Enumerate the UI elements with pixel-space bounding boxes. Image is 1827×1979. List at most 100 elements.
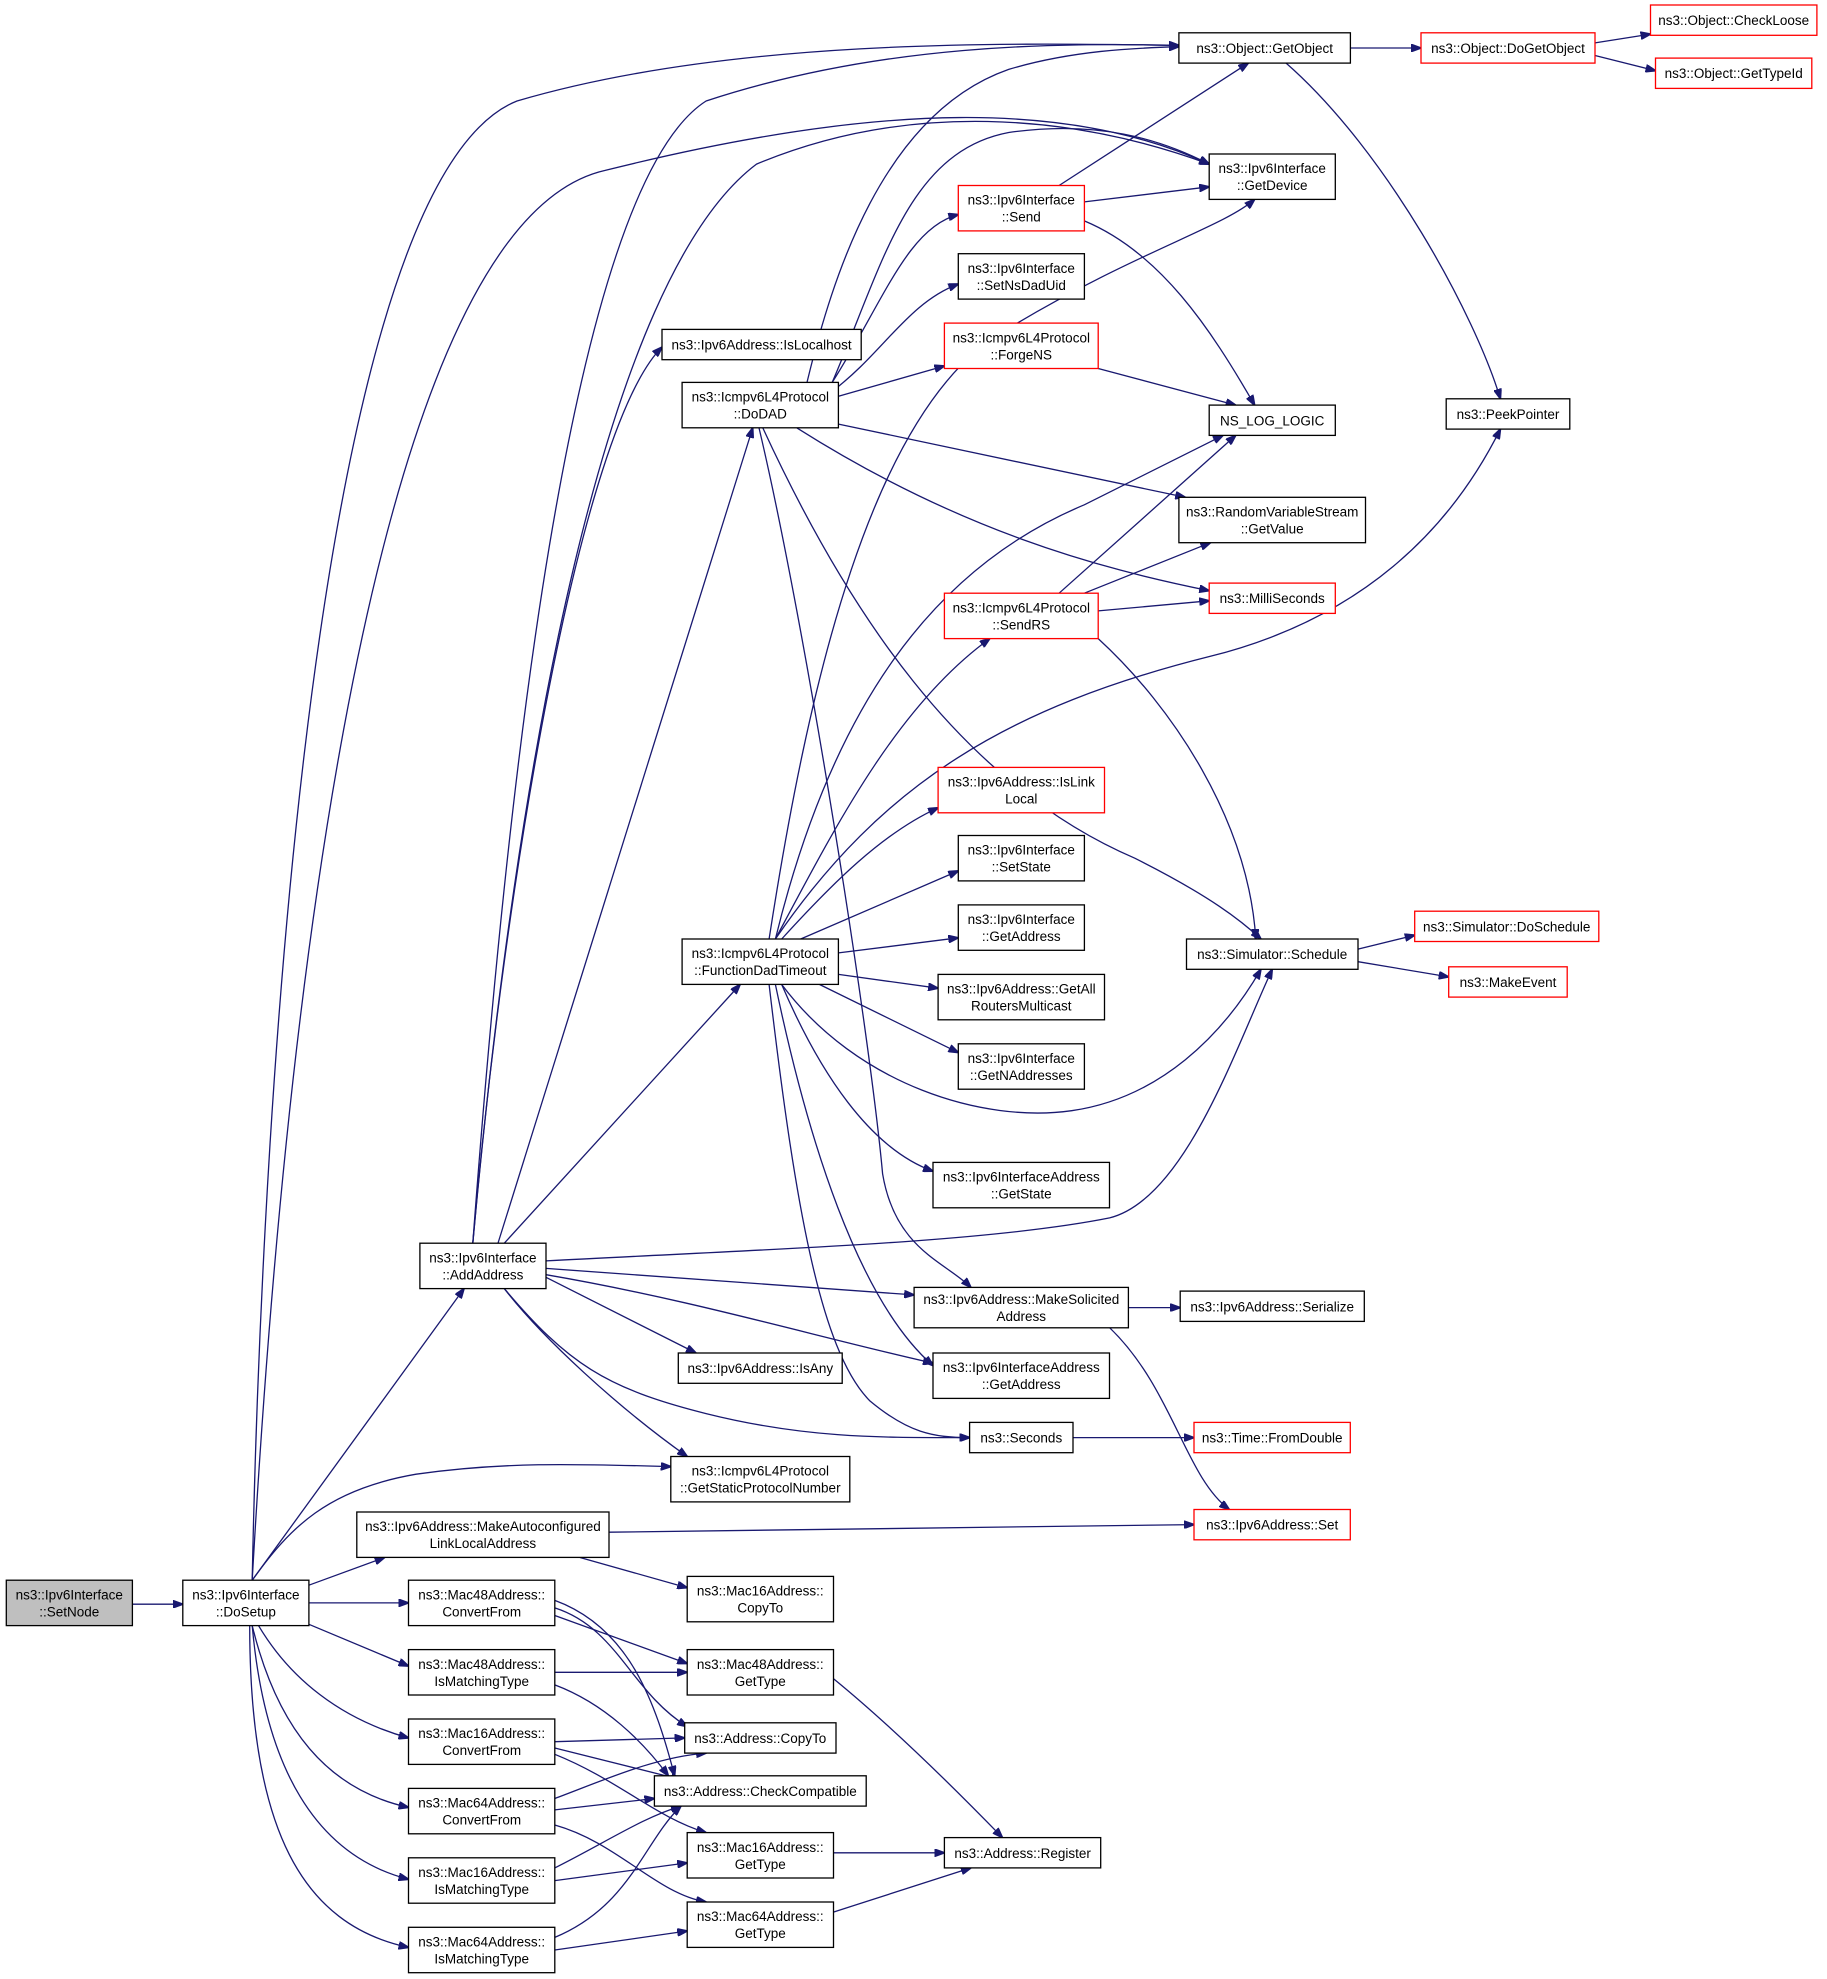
node-box	[661, 328, 862, 361]
node-milliseconds[interactable]: ns3::MilliSeconds	[1208, 582, 1336, 615]
node-mac16convert[interactable]: ns3::Mac16Address::ConvertFrom	[407, 1718, 556, 1766]
edge-dosetup-to-addaddress	[251, 1289, 464, 1581]
node-schedule[interactable]: ns3::Simulator::Schedule	[1185, 938, 1359, 970]
node-label: ns3::PeekPointer	[1457, 407, 1560, 422]
node-mac64convert[interactable]: ns3::Mac64Address::ConvertFrom	[407, 1787, 556, 1835]
node-box	[182, 1579, 310, 1627]
node-dodad[interactable]: ns3::Icmpv6L4Protocol::DoDAD	[681, 381, 840, 429]
node-label: ns3::Ipv6InterfaceAddress	[943, 1170, 1100, 1185]
node-box	[1185, 938, 1359, 970]
edge-dodad-to-rvsgetvalue	[838, 423, 1186, 497]
node-box	[419, 1242, 547, 1290]
node-label: ns3::Ipv6Interface	[16, 1587, 123, 1602]
node-label: ns3::Ipv6Interface	[429, 1250, 536, 1265]
node-box	[407, 1857, 556, 1904]
node-label: ns3::Ipv6Address::Serialize	[1190, 1299, 1354, 1314]
node-ifaddrgetstate[interactable]: ns3::Ipv6InterfaceAddress::GetState	[932, 1161, 1111, 1209]
edge-fdt-to-schedule	[781, 969, 1261, 1114]
edge-dosetup-to-getstaticproto	[251, 1465, 671, 1581]
edge-dogetobject-to-checkloose	[1594, 34, 1651, 44]
node-mac48convert[interactable]: ns3::Mac48Address::ConvertFrom	[407, 1579, 556, 1627]
edge-fdt-to-getallrouters	[838, 973, 939, 988]
node-getobject[interactable]: ns3::Object::GetObject	[1178, 32, 1352, 64]
node-label: ns3::Mac16Address::	[418, 1726, 545, 1741]
node-doschedule[interactable]: ns3::Simulator::DoSchedule	[1414, 910, 1600, 943]
node-label: ns3::Ipv6Interface	[968, 843, 1075, 858]
node-peekpointer[interactable]: ns3::PeekPointer	[1445, 398, 1571, 430]
edge-mac64gettype-to-register	[833, 1868, 971, 1913]
node-getstaticproto[interactable]: ns3::Icmpv6L4Protocol::GetStaticProtocol…	[670, 1455, 851, 1503]
node-mac16gettype[interactable]: ns3::Mac16Address::GetType	[686, 1831, 835, 1879]
node-register[interactable]: ns3::Address::Register	[943, 1836, 1102, 1869]
node-box	[1445, 398, 1571, 430]
node-label: ns3::Ipv6Address::GetAll	[947, 982, 1096, 997]
node-gettypeid[interactable]: ns3::Object::GetTypeId	[1654, 57, 1813, 90]
node-label: ns3::Icmpv6L4Protocol	[692, 946, 829, 961]
edge-dogetobject-to-gettypeid	[1594, 54, 1656, 71]
edge-dosetup-to-getobject	[251, 44, 1179, 1581]
edge-mac64ismatch-to-mac64gettype	[554, 1931, 687, 1951]
node-makeautoll[interactable]: ns3::Ipv6Address::MakeAutoconfiguredLink…	[356, 1511, 610, 1559]
node-forgens[interactable]: ns3::Icmpv6L4Protocol::ForgeNS	[943, 322, 1099, 370]
node-addrcopyto[interactable]: ns3::Address::CopyTo	[684, 1722, 837, 1754]
edge-fdt-to-setstate	[800, 871, 959, 940]
node-mac48ismatch[interactable]: ns3::Mac48Address::IsMatchingType	[407, 1648, 556, 1696]
node-checkcompat[interactable]: ns3::Address::CheckCompatible	[653, 1775, 867, 1807]
edge-mac64convert-to-mac64gettype	[554, 1824, 706, 1902]
node-box	[943, 592, 1099, 640]
node-isany[interactable]: ns3::Ipv6Address::IsAny	[677, 1352, 843, 1384]
node-seconds[interactable]: ns3::Seconds	[968, 1421, 1074, 1454]
node-box	[407, 1648, 556, 1696]
node-getdevice[interactable]: ns3::Ipv6Interface::GetDevice	[1208, 153, 1336, 201]
node-label: ns3::Object::GetTypeId	[1665, 66, 1803, 81]
node-islocalhost[interactable]: ns3::Ipv6Address::IsLocalhost	[661, 328, 862, 361]
node-label: ::DoSetup	[216, 1604, 276, 1619]
node-ifaddrgetaddress[interactable]: ns3::Ipv6InterfaceAddress::GetAddress	[932, 1352, 1111, 1400]
edge-addaddress-to-schedule	[545, 969, 1272, 1262]
node-mac64ismatch[interactable]: ns3::Mac64Address::IsMatchingType	[407, 1926, 556, 1974]
node-mac16ismatch[interactable]: ns3::Mac16Address::IsMatchingType	[407, 1857, 556, 1904]
edge-mac16convert-to-checkcompat	[554, 1747, 681, 1780]
node-dosetup[interactable]: ns3::Ipv6Interface::DoSetup	[182, 1579, 310, 1627]
node-nslog[interactable]: NS_LOG_LOGIC	[1208, 404, 1336, 437]
node-addaddress[interactable]: ns3::Ipv6Interface::AddAddress	[419, 1242, 547, 1290]
node-dogetobject[interactable]: ns3::Object::DoGetObject	[1420, 32, 1596, 64]
node-getnaddresses[interactable]: ns3::Ipv6Interface::GetNAddresses	[957, 1043, 1086, 1090]
node-mac64gettype[interactable]: ns3::Mac64Address::GetType	[686, 1901, 835, 1949]
node-setnode[interactable]: ns3::Ipv6Interface::SetNode	[5, 1579, 134, 1627]
edge-forgens-to-nslog	[1098, 367, 1236, 406]
node-setstate[interactable]: ns3::Ipv6Interface::SetState	[957, 834, 1086, 882]
node-setnsdaduid[interactable]: ns3::Ipv6Interface::SetNsDadUid	[957, 253, 1086, 300]
node-label: ns3::Icmpv6L4Protocol	[692, 390, 829, 405]
node-box	[677, 1352, 843, 1384]
edge-dodad-to-setnsdaduid	[831, 284, 958, 392]
node-fromdouble[interactable]: ns3::Time::FromDouble	[1193, 1421, 1351, 1454]
node-send[interactable]: ns3::Ipv6Interface::Send	[957, 184, 1086, 232]
node-serialize[interactable]: ns3::Ipv6Address::Serialize	[1179, 1290, 1365, 1323]
node-ifgetaddress[interactable]: ns3::Ipv6Interface::GetAddress	[957, 904, 1086, 951]
node-label: ns3::Mac64Address::	[697, 1909, 824, 1924]
node-label: ::Send	[1002, 210, 1041, 225]
node-mac16copyto[interactable]: ns3::Mac16Address::CopyTo	[686, 1575, 835, 1623]
node-mac48gettype[interactable]: ns3::Mac48Address::GetType	[686, 1648, 835, 1696]
node-box	[943, 1836, 1102, 1869]
edge-mac16ismatch-to-checkcompat	[554, 1806, 681, 1869]
node-sendrs[interactable]: ns3::Icmpv6L4Protocol::SendRS	[943, 592, 1099, 640]
node-makeevent[interactable]: ns3::MakeEvent	[1448, 966, 1568, 998]
edge-mac48ismatch-to-checkcompat	[554, 1684, 669, 1776]
edge-addaddress-to-dodad	[497, 428, 753, 1244]
edge-mac48convert-to-mac48gettype	[554, 1614, 687, 1664]
node-fdt[interactable]: ns3::Icmpv6L4Protocol::FunctionDadTimeou…	[681, 938, 840, 986]
node-label: ::GetDevice	[1237, 178, 1308, 193]
node-box	[1178, 496, 1367, 544]
node-label: ConvertFrom	[442, 1743, 521, 1758]
node-label: ns3::Mac16Address::	[697, 1584, 824, 1599]
node-ipv6set[interactable]: ns3::Ipv6Address::Set	[1193, 1508, 1351, 1541]
node-rvsgetvalue[interactable]: ns3::RandomVariableStream::GetValue	[1178, 496, 1367, 544]
node-box	[356, 1511, 610, 1559]
node-checkloose[interactable]: ns3::Object::CheckLoose	[1649, 4, 1818, 36]
node-label: ns3::Ipv6Interface	[192, 1587, 299, 1602]
